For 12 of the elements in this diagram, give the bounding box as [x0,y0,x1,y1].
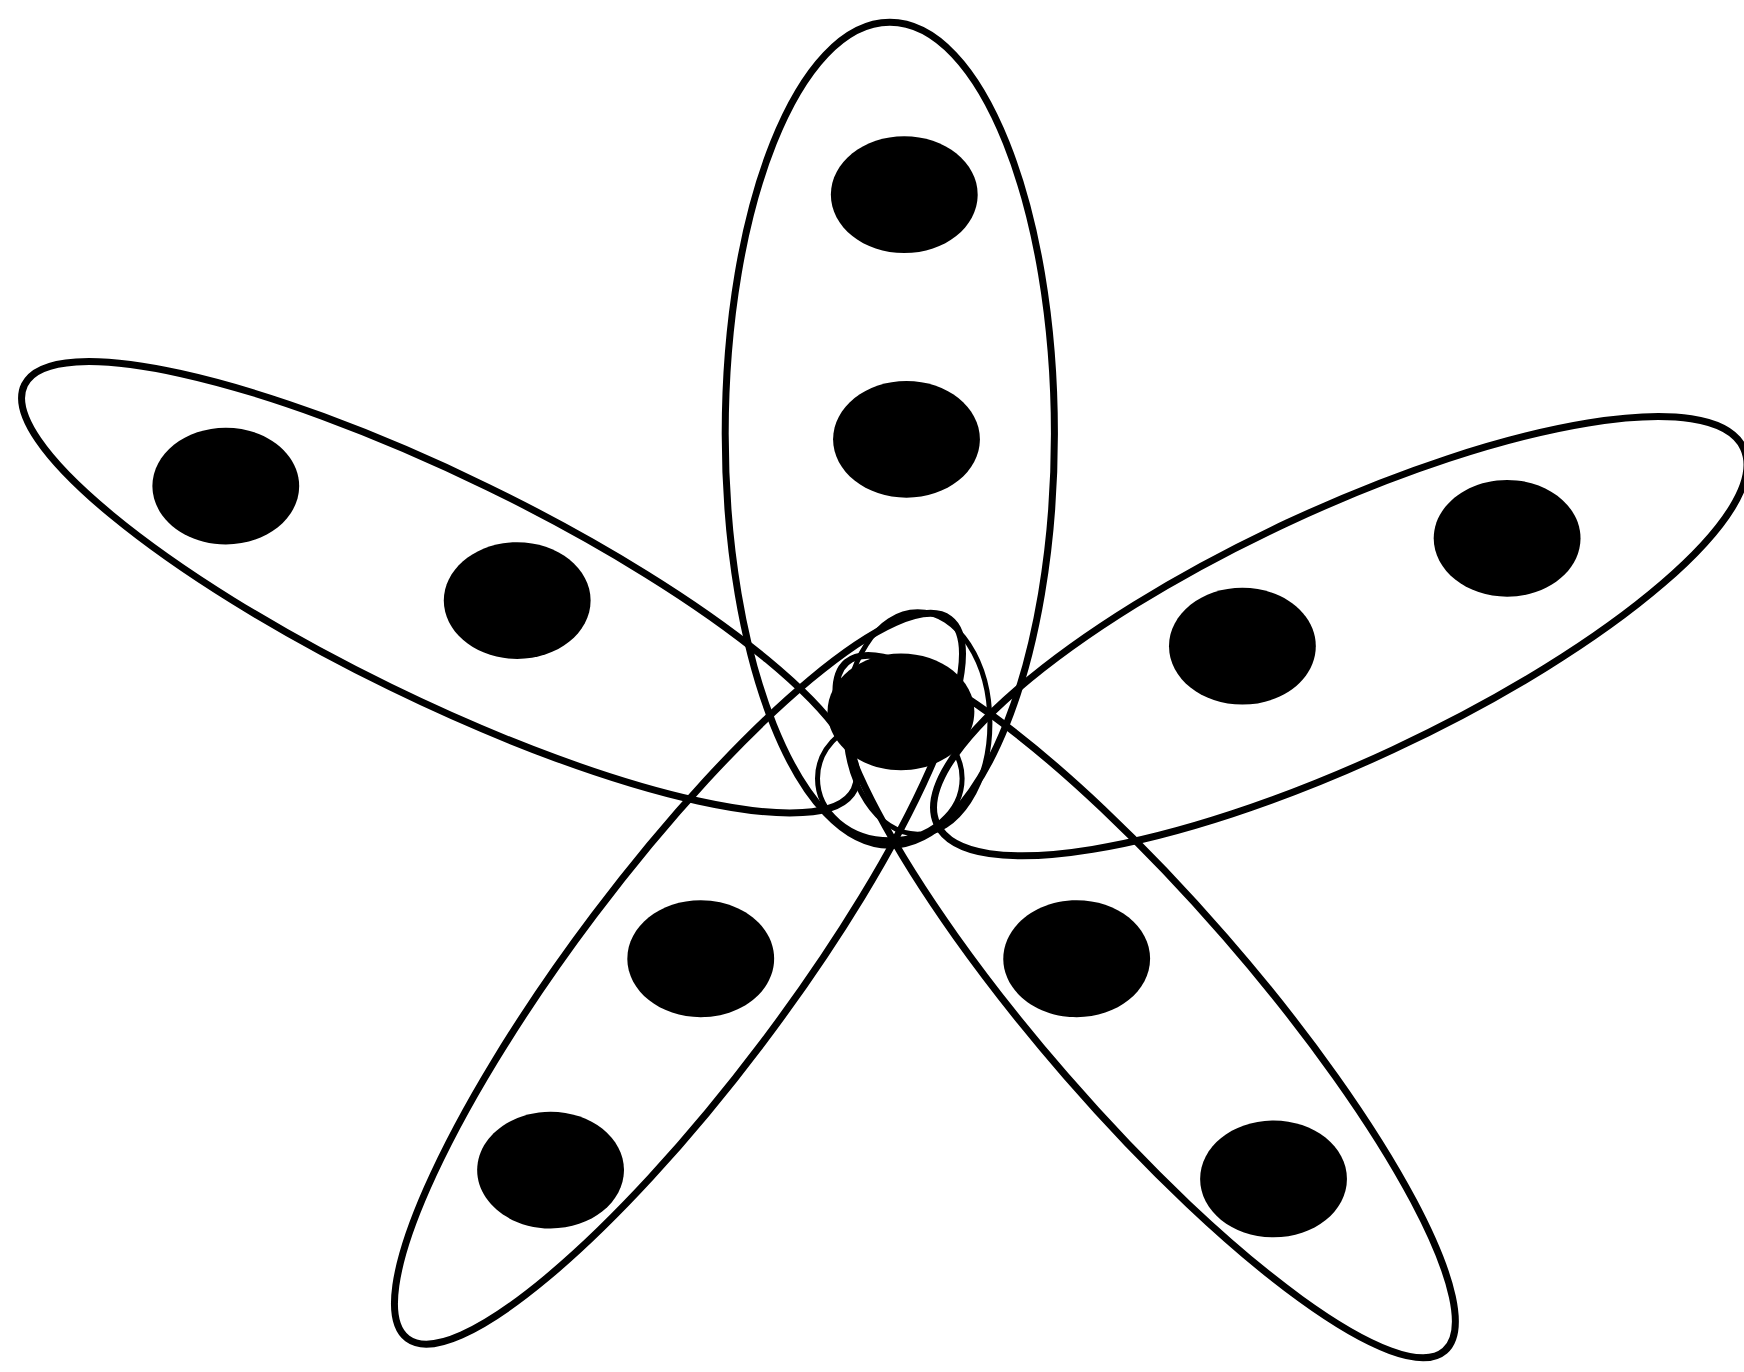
vertex-dot [830,136,978,253]
vertex-dot [833,380,980,498]
vertex-dot [1169,587,1316,705]
vertex-dot [627,900,775,1018]
vertex-dot [1433,479,1581,597]
vertex-dot [443,542,591,659]
hyperedge-ellipse [721,18,1058,849]
vertex-dot [477,1111,624,1229]
vertex-dot [827,653,975,771]
vertex-dot [152,427,300,545]
vertex-dot [1200,1120,1347,1238]
vertex-dot [1003,900,1151,1018]
